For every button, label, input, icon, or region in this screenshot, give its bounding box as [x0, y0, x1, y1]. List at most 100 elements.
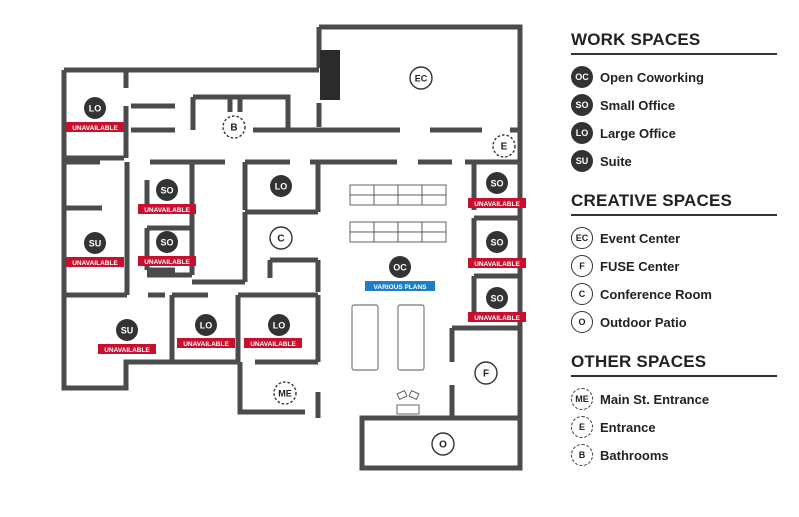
- tag-text: UNAVAILABLE: [144, 207, 190, 214]
- legend: WORK SPACES OC Open Coworking SO Small O…: [571, 30, 781, 485]
- marker-code: EC: [415, 74, 428, 84]
- marker-code: C: [277, 234, 284, 245]
- su-badge-icon: SU: [571, 150, 593, 172]
- tag-text: UNAVAILABLE: [72, 125, 118, 132]
- marker-code: SU: [121, 326, 134, 336]
- tags-layer: UNAVAILABLE UNAVAILABLE UNAVAILABLE UNAVAIL…: [66, 122, 526, 354]
- tag-text: UNAVAILABLE: [250, 341, 296, 348]
- tag-text: UNAVAILABLE: [144, 259, 190, 266]
- marker-o-icon: O: [431, 432, 455, 456]
- marker-code: OC: [393, 263, 407, 273]
- walls: [61, 24, 523, 471]
- marker-lo-icon: LO: [270, 175, 292, 197]
- legend-label: Suite: [600, 153, 632, 169]
- oc-badge-icon: OC: [571, 66, 593, 88]
- legend-item-open-coworking: OC Open Coworking: [571, 63, 781, 91]
- legend-item-bathrooms: B Bathrooms: [571, 441, 781, 469]
- marker-so-icon: SO: [156, 231, 178, 253]
- unavailable-tag: UNAVAILABLE: [177, 338, 235, 348]
- tag-text: VARIOUS PLANS: [374, 284, 428, 291]
- marker-su-icon: SU: [84, 232, 106, 254]
- marker-code: O: [439, 440, 447, 451]
- legend-item-large-office: LO Large Office: [571, 119, 781, 147]
- e-badge-icon: E: [571, 416, 593, 438]
- marker-so-icon: SO: [486, 172, 508, 194]
- marker-code: LO: [275, 182, 288, 192]
- various-plans-tag: VARIOUS PLANS: [365, 281, 435, 291]
- unavailable-tag: UNAVAILABLE: [138, 256, 196, 266]
- legend-label: Large Office: [600, 125, 676, 141]
- unavailable-tag: UNAVAILABLE: [138, 204, 196, 214]
- marker-code: SO: [490, 294, 503, 304]
- marker-code: LO: [273, 321, 286, 331]
- stage-block: [320, 50, 340, 100]
- marker-su-icon: SU: [116, 319, 138, 341]
- work-spaces-title: WORK SPACES: [571, 30, 777, 55]
- marker-ec-icon: EC: [409, 66, 433, 90]
- unavailable-tag: UNAVAILABLE: [244, 338, 302, 348]
- legend-label: FUSE Center: [600, 258, 680, 274]
- other-spaces-title: OTHER SPACES: [571, 352, 777, 377]
- legend-label: Conference Room: [600, 286, 712, 302]
- unavailable-tag: UNAVAILABLE: [66, 257, 124, 267]
- marker-me-icon: ME: [273, 381, 297, 405]
- tag-text: UNAVAILABLE: [183, 341, 229, 348]
- marker-so-icon: SO: [486, 287, 508, 309]
- c-badge-icon: C: [571, 283, 593, 305]
- work-spaces-section: WORK SPACES OC Open Coworking SO Small O…: [571, 30, 781, 175]
- marker-e-icon: E: [492, 134, 516, 158]
- b-badge-icon: B: [571, 444, 593, 466]
- marker-code: SO: [160, 238, 173, 248]
- creative-spaces-title: CREATIVE SPACES: [571, 191, 777, 216]
- legend-label: Event Center: [600, 230, 681, 246]
- f-badge-icon: F: [571, 255, 593, 277]
- legend-item-main-st-entrance: ME Main St. Entrance: [571, 385, 781, 413]
- marker-code: ME: [278, 389, 292, 399]
- unavailable-tag: UNAVAILABLE: [468, 312, 526, 322]
- marker-lo-icon: LO: [84, 97, 106, 119]
- marker-so-icon: SO: [156, 179, 178, 201]
- marker-code: LO: [89, 104, 102, 114]
- tag-text: UNAVAILABLE: [72, 260, 118, 267]
- tag-text: UNAVAILABLE: [474, 201, 520, 208]
- unavailable-tag: UNAVAILABLE: [468, 198, 526, 208]
- marker-code: B: [230, 123, 237, 134]
- legend-label: Open Coworking: [600, 69, 704, 85]
- o-badge-icon: O: [571, 311, 593, 333]
- marker-code: SO: [490, 238, 503, 248]
- other-spaces-section: OTHER SPACES ME Main St. Entrance E Entr…: [571, 352, 781, 469]
- legend-item-conference-room: C Conference Room: [571, 280, 781, 308]
- marker-code: LO: [200, 321, 213, 331]
- floor-plan: LO SO SU SO LO SU LO LO OC SO SO SO EC C F O B E ME UNAVAI…: [61, 24, 526, 471]
- legend-item-outdoor-patio: O Outdoor Patio: [571, 308, 781, 336]
- unavailable-tag: UNAVAILABLE: [468, 258, 526, 268]
- unavailable-tag: UNAVAILABLE: [66, 122, 124, 132]
- me-badge-icon: ME: [571, 388, 593, 410]
- tag-text: UNAVAILABLE: [104, 347, 150, 354]
- legend-label: Small Office: [600, 97, 676, 113]
- marker-code: SO: [160, 186, 173, 196]
- legend-label: Entrance: [600, 419, 656, 435]
- creative-spaces-section: CREATIVE SPACES EC Event Center F FUSE C…: [571, 191, 781, 336]
- marker-oc-icon: OC: [389, 256, 411, 278]
- legend-item-entrance: E Entrance: [571, 413, 781, 441]
- legend-label: Main St. Entrance: [600, 391, 710, 407]
- marker-code: E: [501, 142, 508, 153]
- legend-label: Bathrooms: [600, 447, 669, 463]
- marker-lo-icon: LO: [195, 314, 217, 336]
- legend-item-event-center: EC Event Center: [571, 224, 781, 252]
- ec-badge-icon: EC: [571, 227, 593, 249]
- marker-f-icon: F: [474, 361, 498, 385]
- marker-code: F: [483, 369, 489, 380]
- lo-badge-icon: LO: [571, 122, 593, 144]
- marker-b-icon: B: [222, 115, 246, 139]
- tag-text: UNAVAILABLE: [474, 261, 520, 268]
- marker-so-icon: SO: [486, 231, 508, 253]
- marker-c-icon: C: [269, 226, 293, 250]
- tag-text: UNAVAILABLE: [474, 315, 520, 322]
- legend-item-suite: SU Suite: [571, 147, 781, 175]
- marker-code: SU: [89, 239, 102, 249]
- legend-item-small-office: SO Small Office: [571, 91, 781, 119]
- marker-code: SO: [490, 179, 503, 189]
- unavailable-tag: UNAVAILABLE: [98, 344, 156, 354]
